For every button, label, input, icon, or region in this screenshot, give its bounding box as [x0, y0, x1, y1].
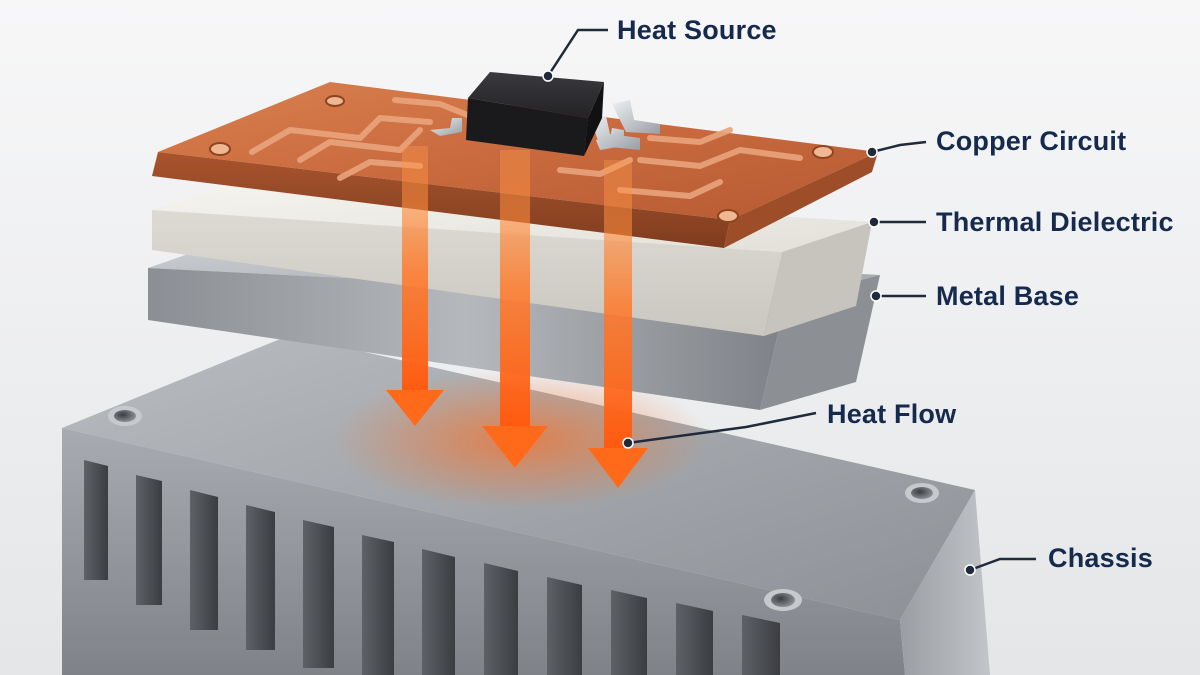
leader-line-copper-circuit	[871, 140, 927, 154]
leader-line-heat-source	[546, 28, 608, 77]
heat-source-chip-icon	[430, 72, 660, 156]
leader-line-chassis	[969, 557, 1036, 572]
heatsink-fins-icon	[84, 460, 780, 675]
label-chassis: Chassis	[1048, 543, 1153, 573]
label-copper-circuit: Copper Circuit	[936, 126, 1127, 156]
label-metal-base: Metal Base	[936, 281, 1080, 311]
leader-lines	[546, 28, 1036, 572]
heat-flow-arrows	[386, 146, 648, 488]
leader-dots	[542, 70, 976, 576]
label-thermal-dielectric: Thermal Dielectric	[936, 207, 1174, 237]
chassis-side-face	[900, 490, 990, 675]
label-heat-source: Heat Source	[617, 15, 777, 45]
heat-flow-arrow-icon	[588, 160, 648, 488]
heat-flow-arrow-icon	[386, 146, 444, 426]
leader-line-heat-flow	[627, 411, 817, 445]
label-heat-flow: Heat Flow	[827, 399, 957, 429]
heat-flow-arrow-icon	[482, 150, 548, 468]
